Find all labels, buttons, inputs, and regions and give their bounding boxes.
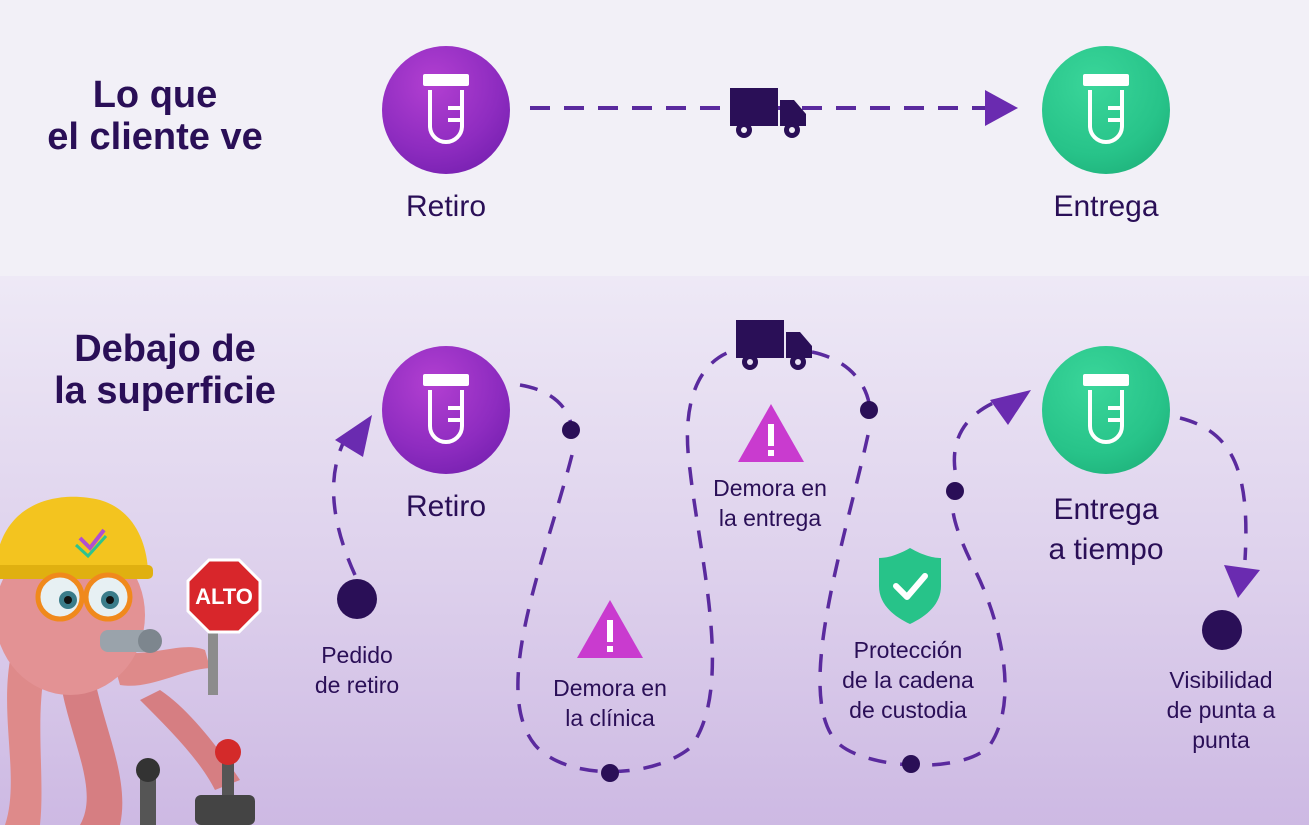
winding-path-segment (516, 348, 736, 774)
pickup-label-bottom: Retiro (405, 490, 487, 523)
step-label-line: la entrega (718, 505, 822, 531)
delivery-label-line2: a tiempo (1048, 533, 1164, 566)
delivery-label-top: Entrega (1053, 190, 1159, 223)
surface-title-line2: el cliente ve (47, 116, 263, 158)
winding-path-segment (811, 350, 872, 411)
test-tube-icon (423, 74, 469, 144)
delivery-circle-top (1042, 46, 1170, 174)
step-label-line: de custodia (849, 697, 967, 723)
shield-check-icon (879, 548, 941, 624)
surface-title-line1: Lo que (92, 74, 218, 116)
step-label-line: de la cadena (842, 667, 974, 693)
step-delivery-delay: Demora en la entrega (680, 473, 860, 533)
delivery-label-line1: Entrega (1053, 493, 1159, 526)
step-label-line: de punta a (1166, 697, 1276, 723)
winding-path-segment (1179, 416, 1248, 561)
path-dot (337, 579, 377, 619)
beneath-title-line1: Debajo de (74, 328, 256, 370)
test-tube-icon (1083, 374, 1129, 444)
stop-sign-text: ALTO (195, 584, 253, 609)
truck-icon (736, 320, 812, 370)
arrow-head-icon (985, 90, 1018, 126)
step-clinic-delay: Demora en la clínica (520, 673, 700, 733)
step-label-line: Demora en (713, 475, 827, 501)
pickup-circle-bottom (382, 346, 510, 474)
step-label-line: Protección (853, 637, 963, 663)
step-pickup-request: Pedido de retiro (277, 640, 437, 700)
path-dot (902, 755, 920, 773)
pickup-circle-top (382, 46, 510, 174)
test-tube-icon (1083, 74, 1129, 144)
step-label-line: punta (1192, 727, 1250, 753)
step-label-line: de retiro (314, 672, 400, 698)
winding-path-segment (331, 429, 357, 576)
surface-title: Lo que el cliente ve (20, 74, 290, 158)
beneath-title-line2: la superficie (54, 370, 276, 412)
delivery-circle-bottom (1042, 346, 1170, 474)
arrow-head-icon (990, 390, 1031, 425)
step-label-line: Visibilidad (1169, 667, 1273, 693)
step-end-to-end-visibility: Visibilidad de punta a punta (1131, 665, 1309, 755)
path-dot (1202, 610, 1242, 650)
winding-path-segment (952, 398, 1001, 471)
test-tube-icon (423, 374, 469, 444)
path-dot (601, 764, 619, 782)
path-dot (562, 421, 580, 439)
path-dot (860, 401, 878, 419)
truck-icon (730, 88, 806, 138)
step-label-line: Pedido (321, 642, 393, 668)
delivery-label-bottom: Entrega a tiempo (986, 490, 1226, 570)
arrow-head-icon (1224, 565, 1260, 598)
pickup-label-top: Retiro (405, 190, 487, 223)
step-label-line: la clínica (565, 705, 655, 731)
octopus-mascot: ALTO (0, 496, 262, 825)
arrow-head-icon (335, 415, 372, 457)
winding-path-segment (519, 383, 574, 429)
path-dot (946, 482, 964, 500)
warning-icon (738, 404, 804, 462)
step-label-line: Demora en (553, 675, 667, 701)
warning-icon (577, 600, 643, 658)
step-chain-of-custody: Protección de la cadena de custodia (808, 635, 1008, 725)
beneath-title: Debajo de la superficie (30, 328, 300, 412)
